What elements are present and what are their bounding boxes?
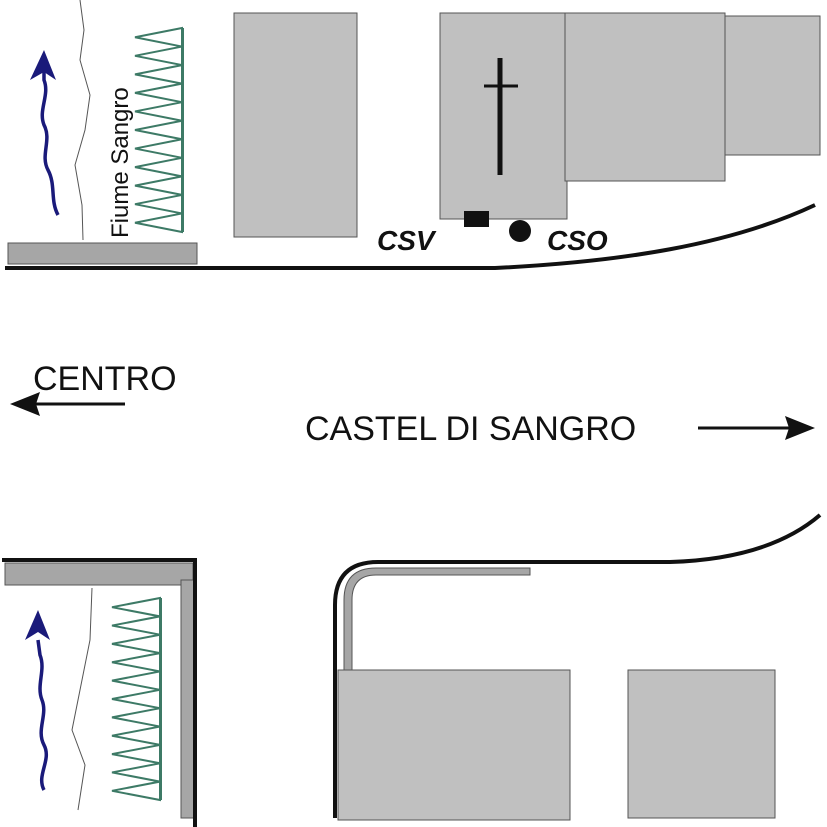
direction-left-label: CENTRO [33,360,177,398]
vegetation-spike-icon [111,596,162,802]
road-edge-bottom-left [2,558,197,827]
river-label: Fiume Sangro [107,87,134,238]
cross-icon [484,58,518,175]
arrow-icon [10,392,125,416]
river-bank-line [71,587,93,811]
sidewalk-strip [343,567,531,671]
flow-arrow-icon [30,50,60,216]
embankment-bottom-vertical [180,579,195,819]
station-cso-label: CSO [547,225,608,256]
road-edge-bottom [333,513,822,818]
building [233,12,358,238]
station-csv-label: CSV [377,225,437,256]
embankment-bottom-horizontal [4,562,194,586]
building [564,12,726,182]
flow-arrow-icon [25,610,50,791]
building [627,669,776,819]
direction-right-label: CASTEL DI SANGRO [305,410,636,448]
river-bank-line [74,0,91,241]
square-marker-icon [464,211,489,227]
circle-marker-icon [509,220,531,242]
building [724,15,821,156]
vegetation-spike-icon [134,26,184,234]
road-edge-top [5,203,816,270]
embankment-top [7,242,198,265]
building [337,669,571,821]
arrow-icon [698,416,815,440]
church-building [439,12,568,220]
